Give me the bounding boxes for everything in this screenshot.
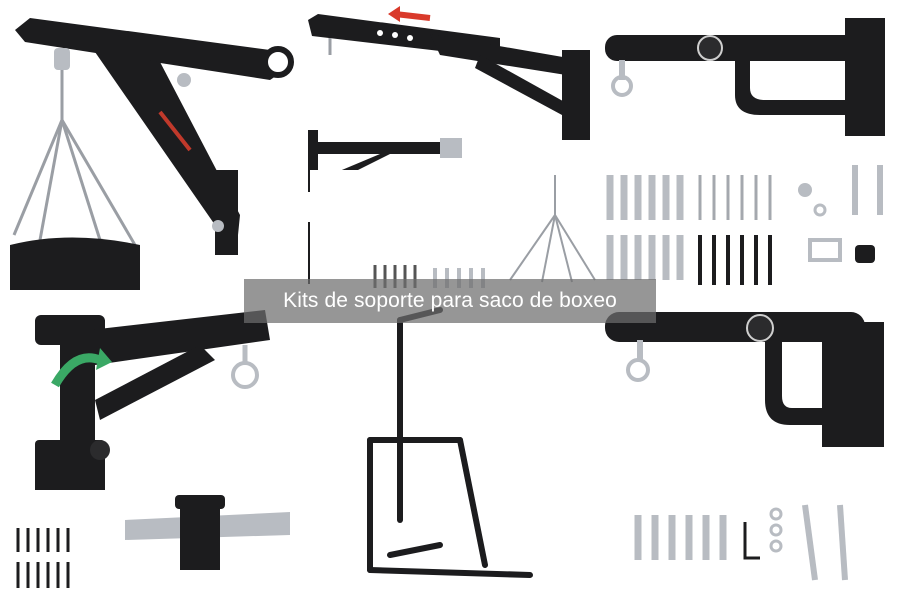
caption-text: Kits de soporte para saco de boxeo: [283, 289, 617, 312]
product-tile-telescopic-tube-bracket[interactable]: [600, 300, 900, 470]
chain-and-bolts-image: [373, 175, 596, 288]
product-tile-tube-bracket[interactable]: [600, 0, 900, 150]
product-tile-hardware-kit[interactable]: [600, 150, 900, 290]
caption-overlay: Kits de soporte para saco de boxeo: [244, 279, 656, 323]
product-tile-angled-arm-with-bag[interactable]: [0, 0, 300, 290]
tube-bracket-image: [605, 18, 885, 136]
product-tile-chain-and-bolts[interactable]: [310, 170, 600, 290]
free-stand-image: [367, 307, 533, 578]
product-tile-anchors-and-wrenches[interactable]: [600, 480, 900, 600]
product-tile-free-stand[interactable]: [300, 290, 590, 600]
product-tile-swivel-bracket[interactable]: [0, 290, 300, 520]
hardware-kit-image: [606, 165, 883, 285]
anchors-and-wrenches-image: [634, 504, 848, 581]
telescopic-arm-image: [308, 6, 590, 140]
telescopic-tube-bracket-image: [605, 312, 884, 447]
swivel-bracket-image: [35, 310, 270, 500]
angled-arm-with-bag-image: [10, 18, 294, 290]
product-tile-bolts-and-assembly[interactable]: [0, 490, 300, 600]
bolts-and-assembly-image: [16, 495, 290, 588]
